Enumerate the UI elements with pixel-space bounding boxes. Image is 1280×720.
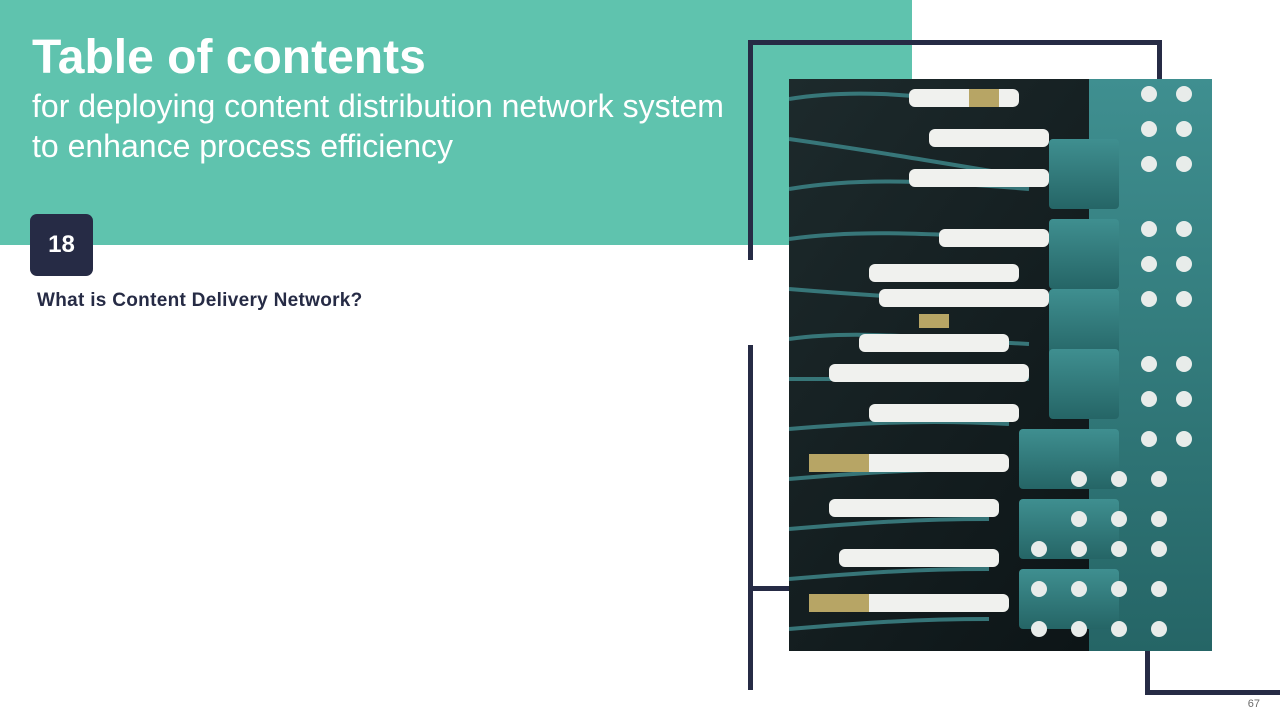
decorative-frame-left xyxy=(748,345,1163,690)
fiber-cables-photo xyxy=(789,79,1212,651)
page-subtitle: for deploying content distribution netwo… xyxy=(32,88,724,164)
fiber-cables-illustration xyxy=(789,79,1212,651)
decorative-frame-foot xyxy=(748,586,792,591)
decorative-frame-bottom-right xyxy=(1145,650,1280,695)
toc-item: What is Content Delivery Network? xyxy=(37,290,363,311)
page-number: 67 xyxy=(1247,698,1260,710)
section-number-badge: 18 xyxy=(30,214,93,276)
page-title: Table of contents xyxy=(32,31,426,84)
